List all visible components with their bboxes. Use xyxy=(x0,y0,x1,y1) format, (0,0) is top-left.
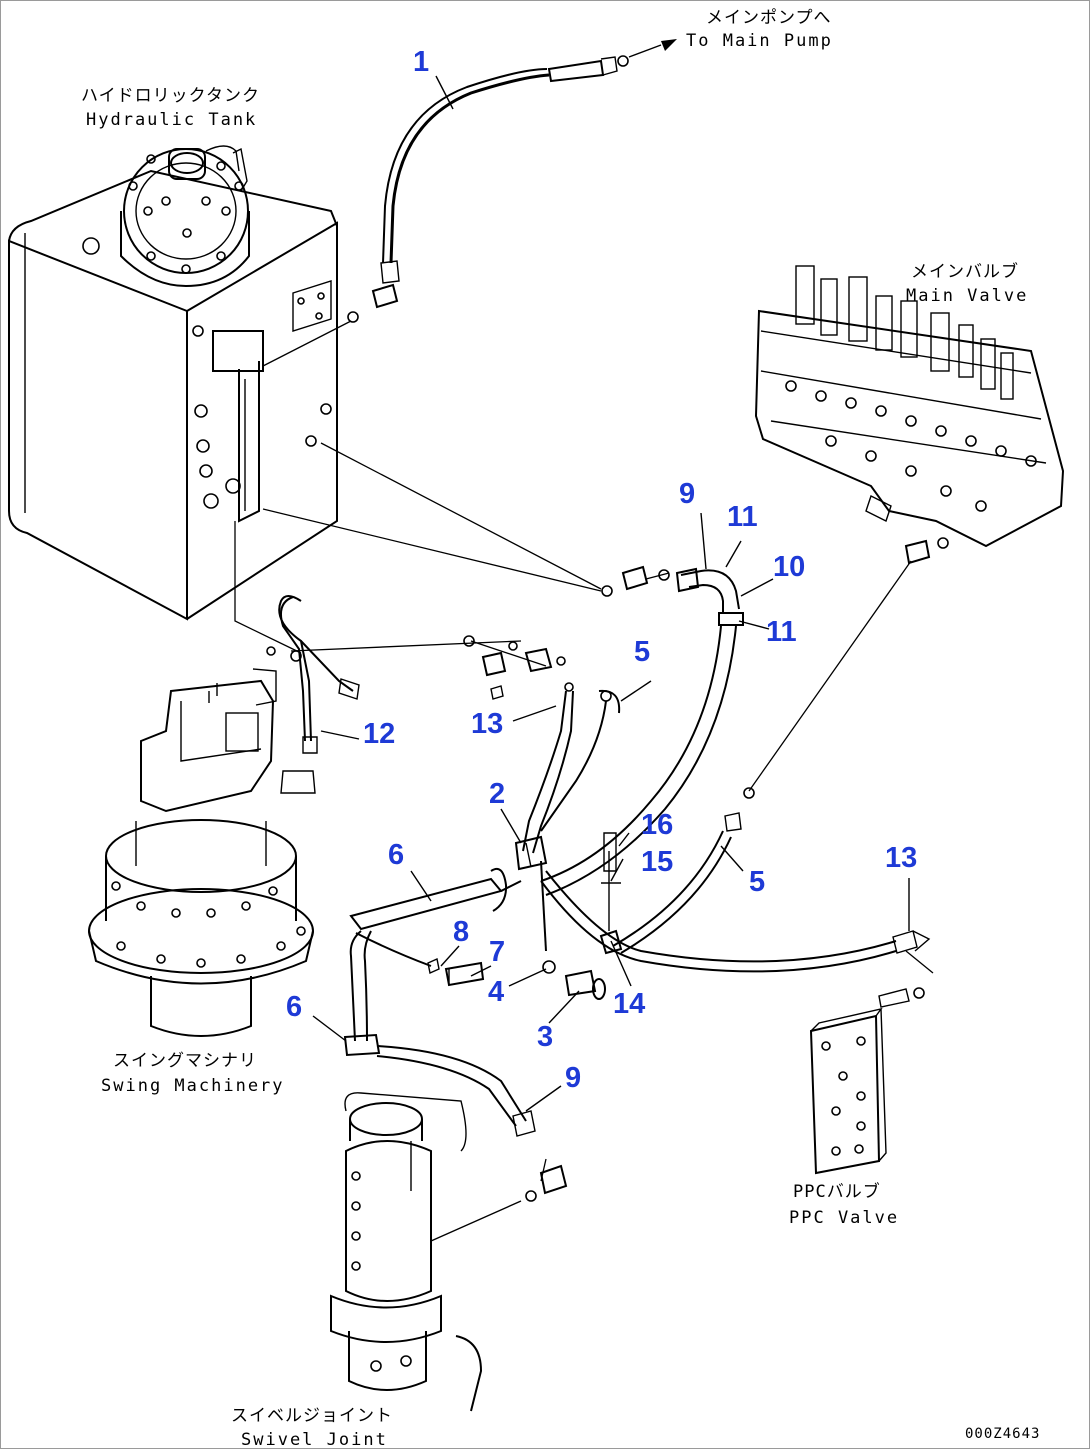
hydraulic-tank-label-en: Hydraulic Tank xyxy=(86,110,257,130)
hose-12 xyxy=(266,595,360,794)
hose-13-upper xyxy=(522,682,607,854)
swing-machinery xyxy=(88,668,314,1037)
hydraulic-tank xyxy=(8,145,352,621)
callout-15: 15 xyxy=(641,846,673,878)
clamp-2 xyxy=(514,835,556,974)
swing-machinery-label-jp: スイングマシナリ xyxy=(113,1051,257,1071)
main-valve xyxy=(754,265,1065,548)
callout-9-lower: 9 xyxy=(565,1062,581,1094)
callout-4: 4 xyxy=(488,976,504,1008)
callout-8: 8 xyxy=(453,916,469,948)
swing-machinery-label-en: Swing Machinery xyxy=(101,1076,285,1096)
tank-side-fittings xyxy=(463,565,700,714)
ppc-valve-label-jp: PPCバルブ xyxy=(793,1181,881,1202)
callout-6-lower: 6 xyxy=(286,991,302,1023)
label-swivel-joint: スイベルジョイント Swivel Joint xyxy=(231,1406,393,1450)
callout-13-left: 13 xyxy=(471,708,503,740)
main-valve-label-jp: メインバルブ xyxy=(911,261,1019,282)
callout-16: 16 xyxy=(641,809,673,841)
callout-12: 12 xyxy=(363,718,395,750)
hose-5-13-right xyxy=(540,537,949,973)
ppc-valve-label-en: PPC Valve xyxy=(789,1208,899,1228)
leader-lines xyxy=(234,442,934,1182)
callout-10: 10 xyxy=(773,551,805,583)
swivel-joint-label-jp: スイベルジョイント xyxy=(231,1406,393,1426)
label-ppc-valve: PPCバルブ PPC Valve xyxy=(789,1181,899,1228)
callout-11-lower: 11 xyxy=(766,616,797,648)
callout-13-right: 13 xyxy=(885,842,917,874)
hose-1 xyxy=(347,39,677,323)
label-main-valve: メインバルブ Main Valve xyxy=(906,261,1028,306)
label-main-pump: メインポンプへ To Main Pump xyxy=(686,8,833,51)
callout-5-upper: 5 xyxy=(634,636,650,668)
hose-10-11 xyxy=(540,569,744,896)
swivel-joint-label-en: Swivel Joint xyxy=(241,1430,388,1450)
main-pump-label-en: To Main Pump xyxy=(686,31,833,51)
callout-leaders xyxy=(312,75,910,1112)
hose-6 xyxy=(343,867,536,1137)
hydraulic-tank-label-jp: ハイドロリックタンク xyxy=(81,86,260,106)
callout-3: 3 xyxy=(537,1021,553,1053)
callout-14: 14 xyxy=(613,988,645,1020)
main-valve-label-en: Main Valve xyxy=(906,286,1028,306)
callout-9-upper: 9 xyxy=(679,478,695,510)
callout-11-upper: 11 xyxy=(727,501,758,533)
fittings-3-4-7-8 xyxy=(427,958,606,1202)
callout-1: 1 xyxy=(413,46,429,78)
callout-6-upper: 6 xyxy=(388,839,404,871)
callout-2: 2 xyxy=(489,778,505,810)
label-hydraulic-tank: ハイドロリックタンク Hydraulic Tank xyxy=(81,86,260,130)
label-swing-machinery: スイングマシナリ Swing Machinery xyxy=(101,1051,285,1096)
part-callouts: 1 2 3 4 5 5 6 6 7 8 9 9 10 11 11 12 13 1… xyxy=(286,46,917,1094)
callout-5-lower: 5 xyxy=(749,866,765,898)
callout-7: 7 xyxy=(489,936,505,968)
drawing-code: 000Z4643 xyxy=(965,1426,1040,1442)
main-pump-label-jp: メインポンプへ xyxy=(706,8,832,28)
ppc-valve xyxy=(809,987,925,1175)
swivel-joint xyxy=(330,1092,522,1412)
